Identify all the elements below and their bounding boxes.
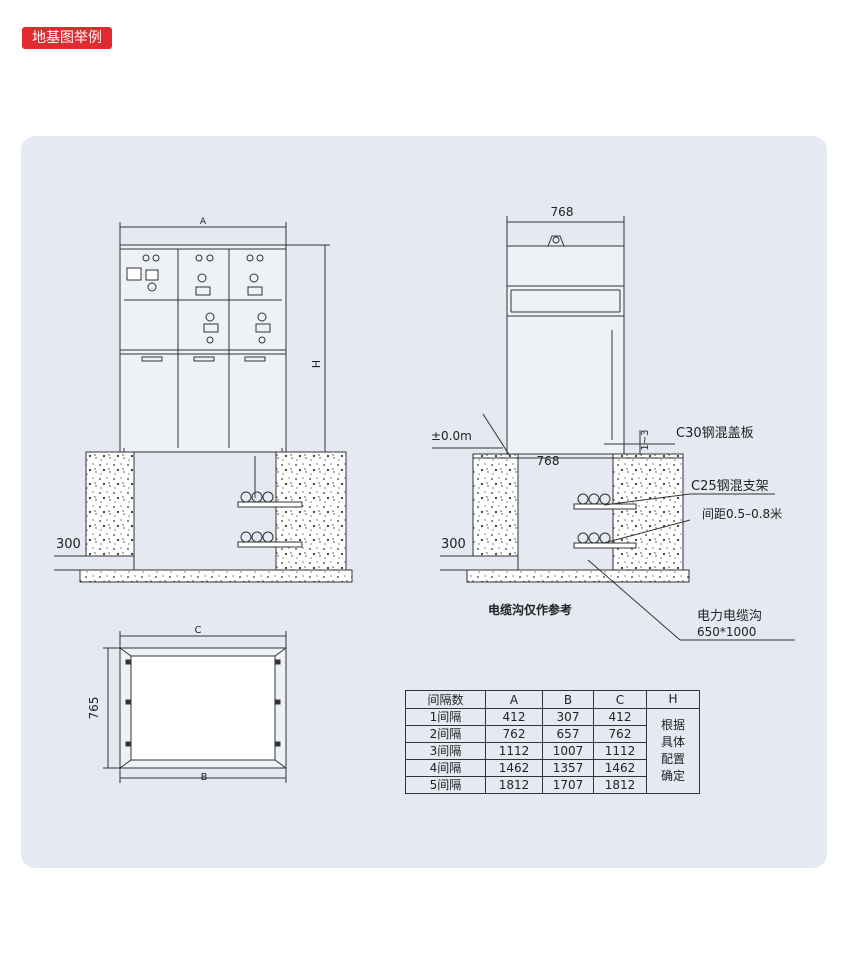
- table-cell: 1112: [485, 742, 543, 760]
- header-cell: H: [646, 690, 700, 709]
- side-view: [432, 216, 795, 641]
- table-cell: 762: [593, 725, 647, 743]
- slab-label: C30钢混盖板: [676, 426, 754, 441]
- table-cell: 1357: [542, 759, 594, 777]
- table-cell: 5间隔: [405, 776, 486, 794]
- bracket-label: C25钢混支架: [691, 479, 769, 494]
- level-label: ±0.0m: [431, 429, 472, 443]
- table-cell: 4间隔: [405, 759, 486, 777]
- front-dim-a: A: [200, 217, 207, 227]
- trench-note: 电缆沟仅作参考: [488, 602, 572, 617]
- table-cell: 412: [485, 708, 543, 726]
- h-note-line: 确定: [660, 769, 685, 783]
- table-cell: 657: [542, 725, 594, 743]
- h-note-line: 具体: [660, 735, 685, 749]
- table-cell: 2间隔: [405, 725, 486, 743]
- plan-view: [103, 631, 287, 783]
- table-cell: 1间隔: [405, 708, 486, 726]
- gap-label: 1~3: [640, 429, 651, 450]
- plan-dim-d: 765: [87, 697, 101, 720]
- trench-name: 电力电缆沟: [697, 608, 762, 624]
- header-cell: B: [542, 690, 594, 709]
- section-tag: 地基图举例: [22, 27, 112, 49]
- side-width-bottom: 768: [537, 454, 560, 468]
- header-cell: 间隔数: [405, 690, 486, 709]
- table-row: 4间隔 1462 1357 1462: [405, 759, 700, 777]
- front-depth: 300: [56, 537, 81, 552]
- dimension-table: 间隔数 A B C H 1间隔 412 307 412 根据 具体 配置 确定 …: [405, 690, 700, 794]
- front-view: [54, 222, 353, 583]
- h-note-line: 根据: [660, 718, 685, 732]
- table-cell: 1112: [593, 742, 647, 760]
- h-note-cell: 根据 具体 配置 确定: [646, 708, 700, 794]
- table-header-row: 间隔数 A B C H: [405, 690, 700, 709]
- table-cell: 412: [593, 708, 647, 726]
- table-cell: 307: [542, 708, 594, 726]
- table-row: 5间隔 1812 1707 1812: [405, 776, 700, 794]
- side-depth: 300: [441, 537, 466, 552]
- plan-dim-b: B: [201, 772, 208, 783]
- table-cell: 1707: [542, 776, 594, 794]
- spacing-label: 间距0.5–0.8米: [702, 507, 782, 521]
- table-cell: 762: [485, 725, 543, 743]
- table-cell: 1812: [593, 776, 647, 794]
- table-cell: 1462: [485, 759, 543, 777]
- side-width-top: 768: [551, 205, 574, 219]
- header-cell: A: [485, 690, 543, 709]
- plan-dim-c: C: [195, 625, 202, 636]
- front-dim-h: H: [309, 360, 322, 368]
- header-cell: C: [593, 690, 647, 709]
- h-note-line: 配置: [660, 752, 685, 766]
- trench-size: 650*1000: [697, 625, 756, 639]
- table-cell: 1462: [593, 759, 647, 777]
- table-cell: 1812: [485, 776, 543, 794]
- table-cell: 3间隔: [405, 742, 486, 760]
- table-row: 1间隔 412 307 412 根据 具体 配置 确定: [405, 708, 700, 794]
- table-cell: 1007: [542, 742, 594, 760]
- table-row: 2间隔 762 657 762: [405, 725, 700, 743]
